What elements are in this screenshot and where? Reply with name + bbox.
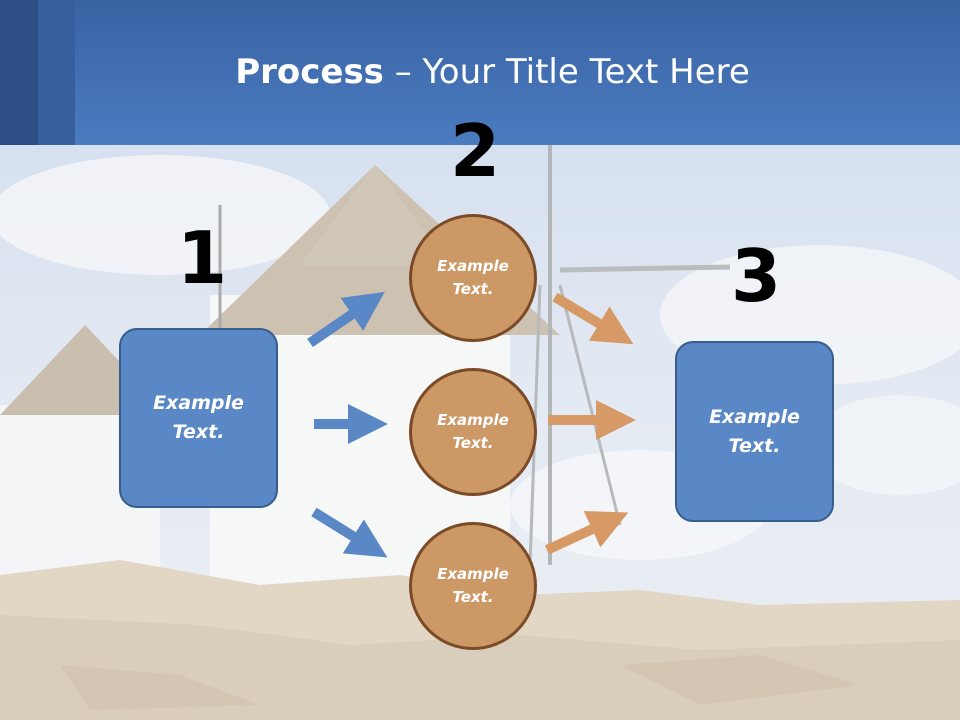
arrow-bottom-to-right <box>544 511 629 555</box>
title-bar: Process – Your Title Text Here <box>0 0 960 145</box>
right-process-box[interactable]: Example Text. <box>675 341 834 522</box>
circle-middle[interactable]: Example Text. <box>409 368 537 496</box>
header-stripe-light <box>38 0 75 145</box>
left-box-text: Example Text. <box>153 392 244 443</box>
header-stripe-dark <box>0 0 38 145</box>
circle-top[interactable]: Example Text. <box>409 214 537 342</box>
title-bold: Process <box>235 52 384 92</box>
circle-bottom[interactable]: Example Text. <box>409 522 537 650</box>
arrow-left-to-top <box>307 291 385 348</box>
step-number-3: 3 <box>731 234 782 318</box>
step-number-1: 1 <box>177 216 228 300</box>
right-box-text: Example Text. <box>709 405 800 457</box>
title-rest: – Your Title Text Here <box>383 52 750 92</box>
arrow-top-to-right <box>552 292 634 345</box>
left-process-box[interactable]: Example Text. <box>119 328 278 508</box>
circle-top-text: Example Text. <box>437 257 509 298</box>
arrow-left-to-bottom <box>311 507 388 558</box>
circle-bottom-text: Example Text. <box>437 565 509 606</box>
slide-title: Process – Your Title Text Here <box>0 52 960 92</box>
circle-middle-text: Example Text. <box>437 411 509 452</box>
step-number-2: 2 <box>450 109 501 193</box>
